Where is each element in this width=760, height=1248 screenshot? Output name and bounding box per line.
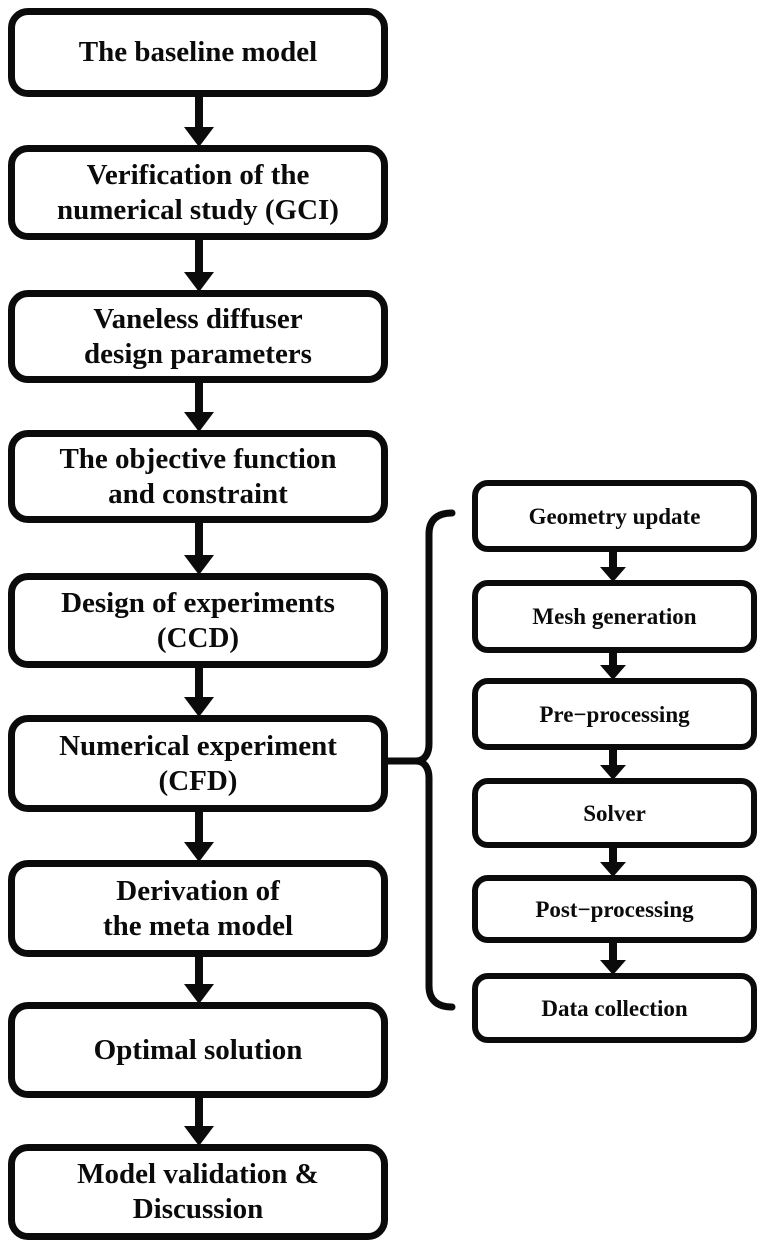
substep-label: Geometry update xyxy=(528,503,701,529)
substep-mesh-generation: Mesh generation xyxy=(472,580,757,653)
step-objective-constraint: The objective function and constraint xyxy=(8,430,388,523)
substep-label: Solver xyxy=(583,800,646,826)
step-numerical-experiment: Numerical experiment (CFD) xyxy=(8,715,388,812)
down-arrow-icon xyxy=(600,846,626,877)
down-arrow-icon xyxy=(184,955,214,1004)
down-arrow-icon xyxy=(184,381,214,432)
substep-data-collection: Data collection xyxy=(472,973,757,1043)
step-label: The baseline model xyxy=(78,36,318,68)
step-optimal-solution: Optimal solution xyxy=(8,1002,388,1098)
step-label: Model validation & Discussion xyxy=(77,1158,319,1225)
step-doe-ccd: Design of experiments (CCD) xyxy=(8,573,388,668)
step-meta-model: Derivation of the meta model xyxy=(8,860,388,957)
step-label: Derivation of the meta model xyxy=(102,874,294,942)
substep-pre-processing: Pre−processing xyxy=(472,678,757,750)
step-label: Design of experiments (CCD) xyxy=(61,586,335,654)
down-arrow-icon xyxy=(184,238,214,292)
down-arrow-icon xyxy=(184,95,214,147)
down-arrow-icon xyxy=(184,1096,214,1146)
down-arrow-icon xyxy=(184,810,214,862)
down-arrow-icon xyxy=(600,651,626,680)
substep-label: Pre−processing xyxy=(539,701,690,727)
step-baseline-model: The baseline model xyxy=(8,8,388,97)
substep-label: Data collection xyxy=(541,995,688,1021)
step-label: Verification of the numerical study (GCI… xyxy=(57,158,339,226)
step-verification-gci: Verification of the numerical study (GCI… xyxy=(8,145,388,240)
down-arrow-icon xyxy=(184,666,214,717)
substep-solver: Solver xyxy=(472,778,757,848)
down-arrow-icon xyxy=(600,748,626,780)
down-arrow-icon xyxy=(184,521,214,575)
step-design-parameters: Vaneless diffuser design parameters xyxy=(8,290,388,383)
down-arrow-icon xyxy=(600,941,626,975)
down-arrow-icon xyxy=(600,550,626,582)
curly-brace-connector xyxy=(415,509,456,1011)
step-validation-discussion: Model validation & Discussion xyxy=(8,1144,388,1240)
substep-geometry-update: Geometry update xyxy=(472,480,757,552)
step-label: Vaneless diffuser design parameters xyxy=(84,302,312,370)
substep-label: Post−processing xyxy=(535,896,694,922)
step-label: Numerical experiment (CFD) xyxy=(59,729,337,797)
step-label: The objective function and constraint xyxy=(59,442,337,510)
substep-label: Mesh generation xyxy=(532,604,697,629)
step-label: Optimal solution xyxy=(93,1033,303,1066)
substep-post-processing: Post−processing xyxy=(472,875,757,943)
